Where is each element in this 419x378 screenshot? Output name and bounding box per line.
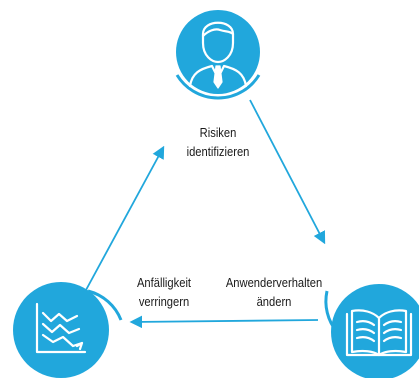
node-bottom-right xyxy=(331,284,419,378)
label-bottom-left-line-2: verringern xyxy=(138,294,190,309)
ring-arc-bottom-left xyxy=(87,289,123,321)
declining-chart-icon xyxy=(35,302,87,354)
arrow-bottom-right-to-bottom-left xyxy=(129,315,319,329)
label-bottom-right-line-2: ändern xyxy=(256,294,292,309)
label-top: Risiken identifizieren xyxy=(175,123,261,161)
node-top xyxy=(176,10,260,94)
label-top-line-1: Risiken xyxy=(199,125,237,140)
label-bottom-left-line-1: Anfälligkeit xyxy=(136,275,192,290)
arrow-top-to-bottom-right xyxy=(249,99,326,245)
node-bottom-left-circle xyxy=(13,282,109,378)
label-top-line-2: identifizieren xyxy=(186,144,250,159)
label-bottom-left: Anfälligkeit verringern xyxy=(123,273,206,311)
label-bottom-right-line-1: Anwenderverhalten xyxy=(225,275,323,290)
person-icon xyxy=(188,21,248,89)
arrow-bottom-left-to-top xyxy=(85,145,165,291)
book-icon xyxy=(345,309,413,357)
node-bottom-left xyxy=(13,282,109,378)
ring-arc-top xyxy=(175,74,261,100)
label-bottom-right: Anwenderverhalten ändern xyxy=(221,273,328,311)
